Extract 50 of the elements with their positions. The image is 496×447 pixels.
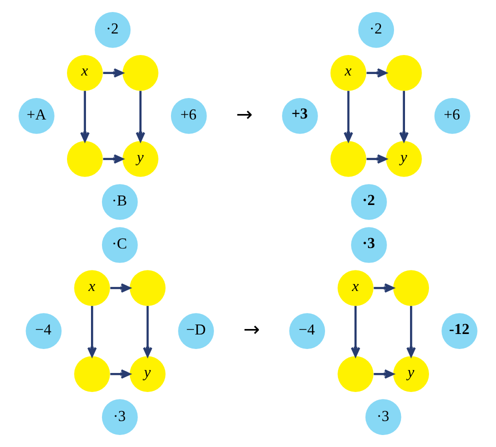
node-circle <box>338 356 374 392</box>
arrow <box>87 306 97 357</box>
node-circle: −4 <box>289 313 326 349</box>
node-circle: +A <box>18 98 54 134</box>
label: → <box>236 102 253 126</box>
arrow <box>344 90 354 142</box>
node-circle <box>66 141 103 177</box>
node-circle <box>74 356 110 392</box>
node-circle: ·2 <box>351 184 387 220</box>
arrow <box>142 306 152 357</box>
node-circle: x <box>74 270 110 306</box>
node-circle: ·3 <box>102 399 138 435</box>
node-circle: +6 <box>434 98 470 134</box>
arrow <box>366 154 387 164</box>
arrow <box>350 306 360 357</box>
node-circle: x <box>338 270 374 306</box>
node-circle: y <box>386 141 422 177</box>
node-circle <box>393 270 430 306</box>
label: → <box>243 318 260 342</box>
arrow <box>374 283 394 293</box>
arrow <box>366 68 387 78</box>
node-circle: ·2 <box>358 12 394 48</box>
node-circle: −D <box>178 313 214 349</box>
arrow <box>406 306 416 357</box>
node-circle <box>130 270 166 306</box>
node-circle: −4 <box>26 313 62 349</box>
node-circle: -12 <box>442 313 478 349</box>
arrow <box>110 283 131 293</box>
arrow <box>136 90 146 142</box>
arrow <box>374 369 394 379</box>
node-circle: y <box>393 356 430 392</box>
node-circle <box>330 141 366 177</box>
arrow <box>103 68 124 78</box>
arrow <box>103 154 124 164</box>
node-circle: ·B <box>102 184 138 220</box>
node-circle: ·3 <box>365 399 402 435</box>
node-circle <box>386 55 422 91</box>
node-circle: ·2 <box>94 12 131 48</box>
node-circle: y <box>130 356 166 392</box>
node-circle: x <box>330 55 366 91</box>
node-circle: +6 <box>170 98 207 134</box>
node-circle: y <box>122 141 158 177</box>
node-circle <box>122 55 158 91</box>
node-circle: ·C <box>102 227 138 263</box>
node-circle: +3 <box>282 98 318 134</box>
arrow <box>110 369 131 379</box>
arrow <box>80 90 90 142</box>
arrow <box>399 90 409 142</box>
node-circle: ·3 <box>351 227 387 263</box>
node-circle: x <box>66 55 103 91</box>
